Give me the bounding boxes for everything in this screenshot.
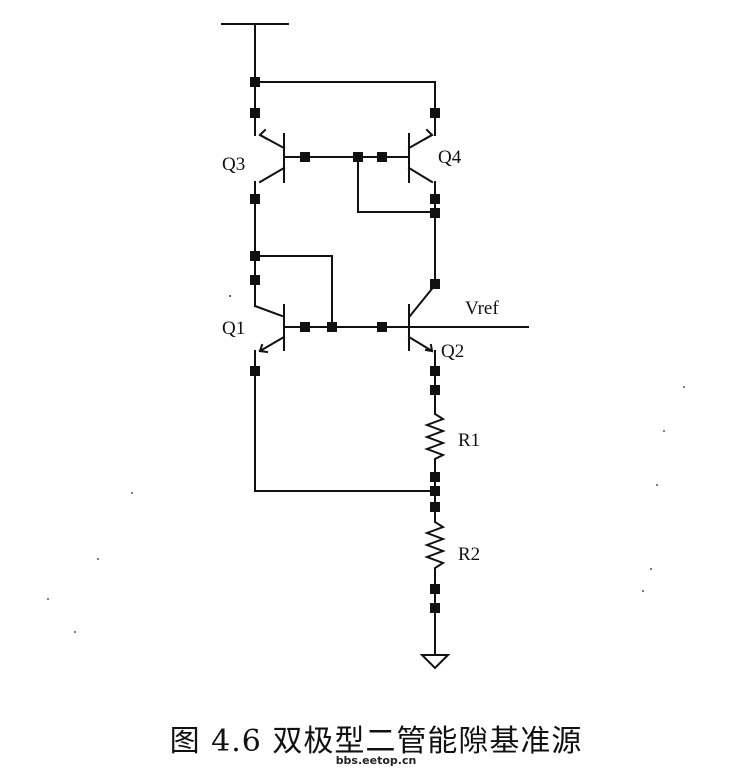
q1-label: Q1	[222, 318, 245, 339]
r2-resistor	[424, 490, 446, 655]
q4-label: Q4	[438, 147, 462, 168]
q3-transistor	[254, 128, 286, 257]
q2-label: Q2	[441, 341, 464, 362]
q1-transistor	[253, 304, 286, 492]
watermark: bbs.eetop.cn	[335, 754, 417, 767]
vref-label: Vref	[465, 298, 499, 319]
figure-caption: 图 4.6 双极型二管能隙基准源	[169, 724, 583, 759]
q3-label: Q3	[222, 154, 245, 175]
q4-transistor	[407, 128, 436, 286]
junction-markers	[250, 77, 440, 613]
scan-specks	[47, 295, 685, 633]
pnp-base-wire	[283, 156, 436, 213]
r2-label: R2	[458, 544, 480, 565]
r1-label: R1	[458, 430, 480, 451]
ground-symbol	[419, 654, 451, 670]
feedback-wire	[254, 255, 333, 328]
r1-resistor	[424, 409, 446, 492]
